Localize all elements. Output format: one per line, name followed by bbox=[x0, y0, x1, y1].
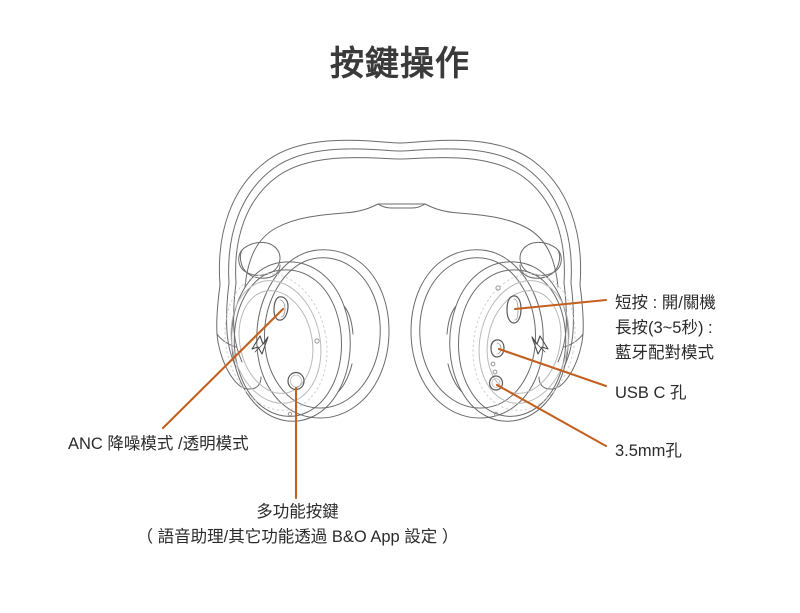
callout-multifunction-line2: （ 語音助理/其它功能透過 B&O App 設定 ） bbox=[136, 528, 459, 546]
callout-usbc-label: USB C 孔 bbox=[615, 384, 687, 402]
callout-anc-label: ANC 降噪模式 /透明模式 bbox=[68, 435, 249, 453]
callout-power-line3: 藍牙配對模式 bbox=[615, 344, 714, 362]
leader-line-power bbox=[513, 298, 608, 311]
callout-power: 短按 : 開/關機 長按(3~5秒) : 藍牙配對模式 bbox=[615, 291, 716, 366]
power-bluetooth-button[interactable] bbox=[506, 295, 522, 324]
page-title: 按鍵操作 bbox=[330, 45, 470, 83]
leader-line-jack bbox=[495, 383, 608, 448]
callout-usbc: USB C 孔 bbox=[615, 381, 687, 406]
headband-outer bbox=[218, 139, 582, 286]
headband-cushion bbox=[244, 203, 559, 288]
leader-line-anc bbox=[161, 307, 285, 430]
left-earcup bbox=[224, 241, 390, 422]
callout-jack-label: 3.5mm孔 bbox=[615, 442, 682, 460]
brand-logo-right bbox=[531, 335, 549, 355]
brand-logo-left bbox=[251, 335, 269, 355]
right-earcup bbox=[410, 241, 576, 422]
callout-power-line1: 短按 : 開/關機 bbox=[615, 294, 716, 312]
callout-multifunction-line1: 多功能按鍵 bbox=[256, 503, 339, 521]
anc-transparency-button[interactable] bbox=[273, 296, 289, 321]
callout-multifunction: 多功能按鍵 （ 語音助理/其它功能透過 B&O App 設定 ） bbox=[0, 500, 595, 550]
usb-c-port[interactable] bbox=[490, 339, 505, 358]
callout-jack: 3.5mm孔 bbox=[615, 439, 682, 464]
leader-line-usbc bbox=[497, 347, 608, 388]
callout-power-line2: 長按(3~5秒) : bbox=[615, 319, 713, 337]
callout-anc: ANC 降噪模式 /透明模式 bbox=[68, 432, 249, 457]
3-5mm-audio-jack[interactable] bbox=[488, 375, 504, 391]
